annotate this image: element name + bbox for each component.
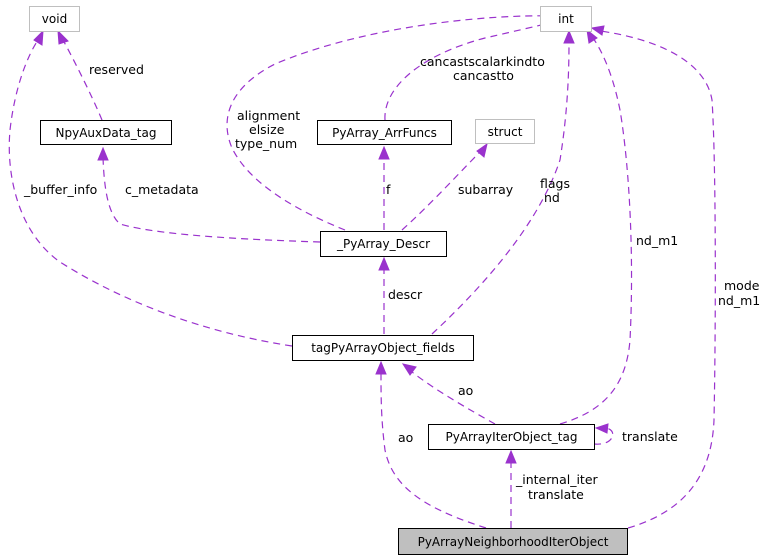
- node-tagpyarrayobject-fields[interactable]: tagPyArrayObject_fields: [292, 335, 474, 361]
- edge-label-cancast-2: cancastto: [453, 68, 514, 83]
- edge-flags: flags nd: [431, 29, 575, 335]
- edge-label-ao-neighborhood: ao: [398, 430, 413, 445]
- edge-ao-neighborhood: ao: [375, 360, 487, 529]
- edge-label-ao-iter: ao: [458, 383, 473, 398]
- edge-label-alignment: alignment: [237, 108, 300, 123]
- edge-ao-iter: ao: [401, 363, 496, 425]
- edge-label-translate-self: translate: [622, 429, 678, 444]
- node-npyauxdata-tag[interactable]: NpyAuxData_tag: [40, 120, 172, 145]
- node-int[interactable]: int: [540, 6, 592, 32]
- edge-label-mode: mode: [724, 278, 760, 293]
- edge-label-subarray: subarray: [458, 182, 514, 197]
- edge-label-nd: nd: [544, 190, 560, 205]
- edge-f: f: [378, 145, 391, 230]
- node-pyarrayneighborhooditerobject[interactable]: PyArrayNeighborhoodIterObject: [398, 528, 628, 555]
- edge-label-flags: flags: [540, 176, 570, 191]
- edge-label-f: f: [386, 182, 391, 197]
- edge-alignment: alignment elsize type_num: [226, 11, 568, 231]
- node-struct[interactable]: struct: [475, 119, 535, 144]
- edge-label-mode-nd-m1: nd_m1: [718, 293, 760, 308]
- edge-mode: mode nd_m1: [590, 25, 760, 529]
- edge-reserved: reserved: [57, 29, 144, 121]
- edge-translate-self: translate: [593, 423, 678, 445]
- edge-nd-m1: nd_m1: [559, 28, 678, 425]
- edge-buffer-info: _buffer_info: [8, 29, 293, 347]
- edge-label-descr: descr: [388, 287, 423, 302]
- edge-label-reserved: reserved: [89, 62, 144, 77]
- node-void[interactable]: void: [29, 6, 80, 32]
- edge-c-metadata: c_metadata: [97, 146, 321, 243]
- edge-label-nd-m1: nd_m1: [636, 233, 678, 248]
- edge-subarray: subarray: [401, 142, 514, 231]
- edge-cancast: cancastscalarkindto cancastto: [384, 16, 568, 121]
- node-pyarrayiterobject-tag[interactable]: PyArrayIterObject_tag: [428, 424, 595, 450]
- node-pyarray-arrfuncs[interactable]: PyArray_ArrFuncs: [317, 120, 452, 145]
- edge-label-c-metadata: c_metadata: [125, 182, 199, 197]
- edge-descr: descr: [378, 256, 423, 334]
- edge-label-internal-iter: _internal_iter: [515, 472, 599, 487]
- edge-label-buffer-info: _buffer_info: [23, 182, 97, 197]
- edge-label-cancast-1: cancastscalarkindto: [420, 54, 545, 69]
- edge-internal-iter: _internal_iter translate: [505, 449, 599, 528]
- edge-label-type-num: type_num: [235, 136, 297, 151]
- edge-label-elsize: elsize: [249, 122, 285, 137]
- node-pyarray-descr[interactable]: _PyArray_Descr: [320, 231, 447, 257]
- edge-label-internal-translate: translate: [528, 487, 584, 502]
